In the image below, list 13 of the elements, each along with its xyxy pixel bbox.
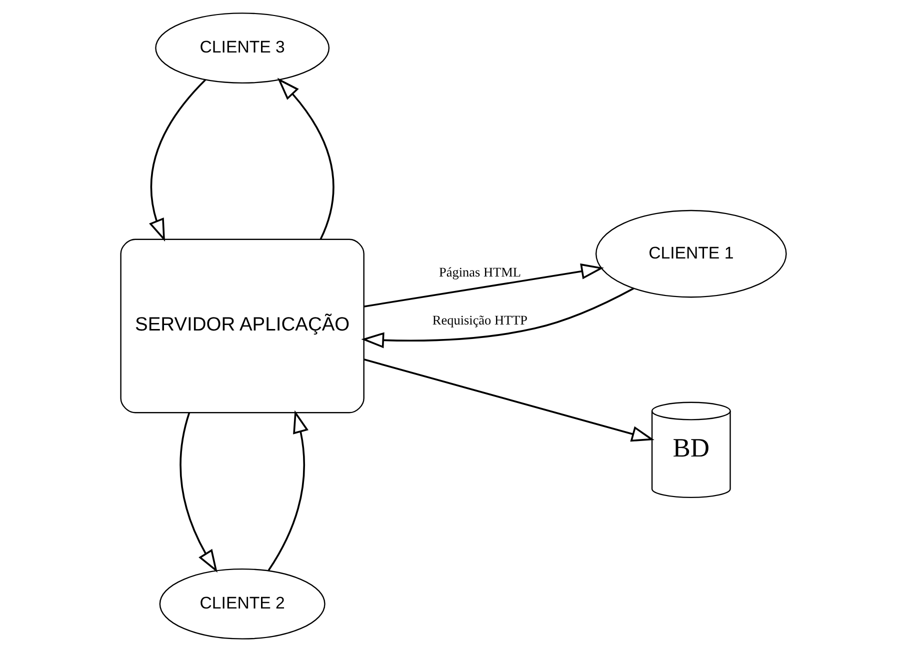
- node-ellipse: CLIENTE 3: [154, 12, 330, 84]
- node-ellipse: CLIENTE 1: [594, 210, 786, 298]
- arrow: [364, 263, 604, 308]
- edge-label: Páginas HTML: [438, 264, 520, 280]
- arrow: [276, 78, 334, 240]
- edge-label: Requisição HTTP: [432, 312, 528, 328]
- node-ellipse: CLIENTE 2: [158, 568, 325, 640]
- arrow: [179, 412, 217, 573]
- arrow: [364, 358, 654, 442]
- node-box: SERVIDOR APLICAÇÃO: [120, 238, 364, 414]
- arrow: [148, 79, 206, 242]
- arrow: [360, 288, 634, 348]
- arrow: [267, 410, 308, 571]
